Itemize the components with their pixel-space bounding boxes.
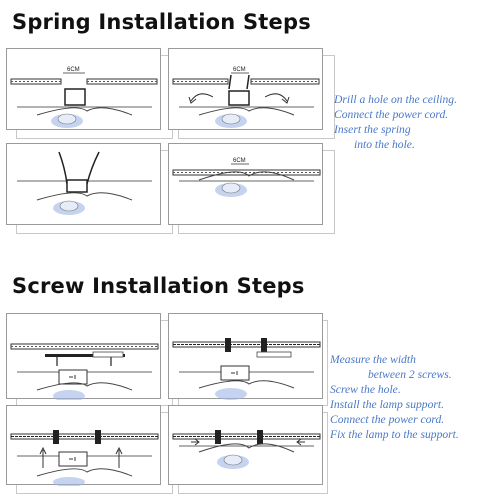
spring-caption-line: Insert the spring [334, 123, 411, 136]
screw-step-2-diagram [172, 338, 321, 400]
screw-steps-caption: Measure the width between 2 screws. Scre… [330, 352, 459, 442]
hole-width-label: 6CM [233, 158, 246, 164]
spring-caption-line: Connect the power cord. [334, 108, 449, 121]
spring-step-4-panel: 6CM [168, 143, 323, 225]
screw-step-4-panel [168, 405, 323, 485]
screw-caption-line: between 2 screws. [368, 368, 452, 381]
screw-caption-line: Screw the hole. [330, 383, 401, 396]
screw-step-3-diagram [10, 430, 159, 486]
spring-steps-caption: Drill a hole on the ceiling. Connect the… [334, 92, 457, 152]
screw-step-1-diagram [10, 343, 159, 400]
screw-step-1-panel [6, 313, 161, 400]
spring-caption-line: into the hole. [354, 138, 415, 151]
screw-step-2-panel [168, 313, 323, 400]
hole-width-label: 6CM [233, 67, 246, 73]
screw-step-3-panel [6, 405, 161, 486]
spring-step-1-panel: 6CM [6, 48, 161, 130]
screw-section-title: Screw Installation Steps [12, 274, 305, 298]
spring-step-2-panel: 6CM [168, 48, 323, 130]
spring-step-3-diagram [17, 151, 152, 215]
screw-caption-line: Measure the width [330, 353, 416, 366]
screw-caption-line: Fix the lamp to the support. [330, 428, 459, 441]
spring-step-4-diagram: 6CM [172, 158, 321, 197]
spring-step-3-panel [6, 143, 161, 225]
spring-step-1-diagram: 6CM [10, 67, 158, 128]
screw-caption-line: Connect the power cord. [330, 413, 445, 426]
spring-step-2-diagram: 6CM [172, 67, 320, 128]
hole-width-label: 6CM [67, 67, 80, 73]
screw-caption-line: Install the lamp support. [330, 398, 445, 411]
spring-caption-line: Drill a hole on the ceiling. [334, 93, 458, 106]
spring-section-title: Spring Installation Steps [12, 10, 311, 34]
screw-step-4-diagram [172, 430, 321, 469]
